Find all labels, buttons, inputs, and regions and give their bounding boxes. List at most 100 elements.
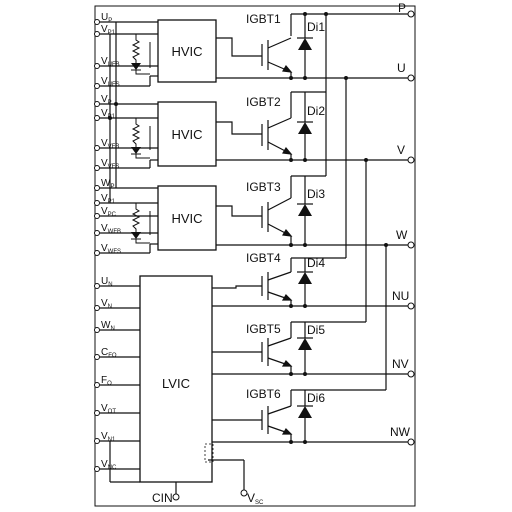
left-terminals: UPVP1VUFBVUFSVPVP1VVFBVVFSWPVP1VPCVWFBVW…	[94, 12, 121, 472]
diode-symbol-1	[297, 30, 313, 58]
left-terminal-label-main: V	[101, 193, 108, 204]
left-terminal-label-sub: NC	[108, 465, 117, 471]
igbt-label-4: IGBT4	[246, 251, 281, 265]
bootstrap-network-2	[120, 117, 151, 159]
module-outline	[94, 5, 416, 507]
left-terminal-label-sub: OT	[108, 409, 117, 415]
left-terminal-label-main: V	[101, 206, 108, 217]
left-terminal-label-main: V	[101, 24, 108, 35]
left-terminal-label-main: W	[101, 320, 111, 331]
left-terminal-label-sub: O	[107, 381, 112, 387]
hvic-block-3	[157, 185, 217, 251]
left-terminal-label-sub: FO	[108, 353, 117, 359]
left-terminal-label-main: V	[101, 243, 108, 254]
left-terminal-label: VWFB	[101, 223, 121, 235]
left-terminal-label-main: U	[101, 12, 108, 23]
left-terminal-label-sub: WFB	[108, 229, 121, 235]
diode-label-1: Di1	[307, 20, 325, 34]
left-terminal-pin	[94, 354, 100, 360]
left-terminal-pin	[94, 83, 100, 89]
left-terminal-pin	[94, 213, 100, 219]
igbt-symbol-6	[261, 405, 293, 435]
left-terminal-label-sub: UFS	[108, 82, 120, 88]
left-terminal-label-sub: N	[108, 304, 112, 310]
left-terminal-label-sub: N	[110, 326, 114, 332]
igbt-label-1: IGBT1	[246, 12, 281, 26]
terminal-label-v: V	[397, 143, 405, 157]
left-terminal-pin	[94, 185, 100, 191]
left-terminal-label-sub: N1	[108, 437, 116, 443]
left-terminal-label-main: V	[101, 158, 108, 169]
left-terminal-label-sub: WFS	[108, 249, 121, 255]
terminal-label-vsc-sub: SC	[255, 500, 264, 506]
left-terminal-label: UP	[101, 12, 112, 24]
left-terminal-label-sub: P	[110, 184, 114, 190]
left-terminal-label-main: V	[101, 298, 108, 309]
left-terminal-label: VP	[101, 94, 112, 106]
bootstrap-network-1	[120, 33, 151, 75]
left-terminal-label: VUFS	[101, 76, 120, 88]
diode-label-4: Di4	[307, 256, 325, 270]
left-terminal-label-main: V	[101, 403, 108, 414]
left-terminal-label: VP1	[101, 193, 116, 205]
terminal-label-vsc: VSC	[247, 491, 264, 506]
gate-wiring	[212, 37, 262, 421]
left-terminal-pin	[94, 200, 100, 206]
left-terminal-label: VP1	[101, 24, 116, 36]
bottom-wiring	[109, 441, 245, 494]
left-terminal-label-main: V	[101, 138, 108, 149]
left-terminal-label: VVFB	[101, 138, 119, 150]
left-terminal-label-main: C	[101, 347, 108, 358]
terminal-label-cin: CIN	[152, 491, 173, 505]
left-terminal-label: VVFS	[101, 158, 119, 170]
lvic-block	[139, 275, 213, 483]
left-terminal-label-main: V	[101, 94, 108, 105]
left-terminal-label: VPC	[101, 206, 117, 218]
left-terminal-pin	[94, 101, 100, 107]
diode-label-3: Di3	[307, 187, 325, 201]
left-terminal-pin	[94, 410, 100, 416]
left-terminal-pin	[94, 145, 100, 151]
igbt-label-5: IGBT5	[246, 322, 281, 336]
left-terminal-label-sub: VFB	[108, 144, 120, 150]
left-terminal-pin	[94, 115, 100, 121]
left-terminal-label-sub: P	[108, 100, 112, 106]
igbt-label-6: IGBT6	[246, 387, 281, 401]
igbt-symbol-2	[261, 117, 293, 155]
terminal-label-p: P	[398, 1, 406, 15]
igbt-label-3: IGBT3	[246, 180, 281, 194]
left-terminal-label-main: V	[101, 76, 108, 87]
hvic-label-2: HVIC	[171, 127, 202, 142]
sense-resistor-placeholder	[204, 443, 214, 463]
left-terminal-pin	[94, 165, 100, 171]
left-terminal-label: WP	[101, 178, 114, 190]
terminal-label-vsc-main: V	[247, 491, 255, 505]
left-terminal-label-sub: P1	[108, 30, 116, 36]
right-terminals	[407, 10, 415, 446]
left-terminal-pin	[94, 305, 100, 311]
left-terminal-pin	[94, 466, 100, 472]
bootstrap-network-3	[120, 202, 151, 244]
left-terminal-label: VP1	[101, 108, 116, 120]
left-terminal-pin	[94, 250, 100, 256]
left-terminal-label: UN	[101, 276, 113, 288]
left-terminal-label-main: V	[101, 56, 108, 67]
hvic-label-1: HVIC	[171, 44, 202, 59]
left-terminal-label-sub: N	[108, 282, 112, 288]
left-terminal-label-sub: VFS	[108, 164, 120, 170]
lvic-label: LVIC	[162, 376, 190, 391]
terminal-label-nv: NV	[392, 357, 409, 371]
diode-label-2: Di2	[307, 104, 325, 118]
left-terminal-label: VOT	[101, 403, 116, 415]
left-terminal-pin	[94, 63, 100, 69]
left-terminal-label-sub: P1	[108, 114, 116, 120]
diode-symbol-3	[297, 196, 313, 224]
left-terminal-label-main: V	[101, 108, 108, 119]
left-terminal-label-sub: P	[108, 18, 112, 24]
igbt-symbol-1	[261, 37, 293, 73]
hvic-label-3: HVIC	[171, 211, 202, 226]
left-terminal-label-main: V	[101, 459, 108, 470]
terminal-label-w: W	[396, 228, 408, 242]
hvic-block-2	[157, 101, 217, 167]
diode-symbol-5	[297, 336, 313, 356]
